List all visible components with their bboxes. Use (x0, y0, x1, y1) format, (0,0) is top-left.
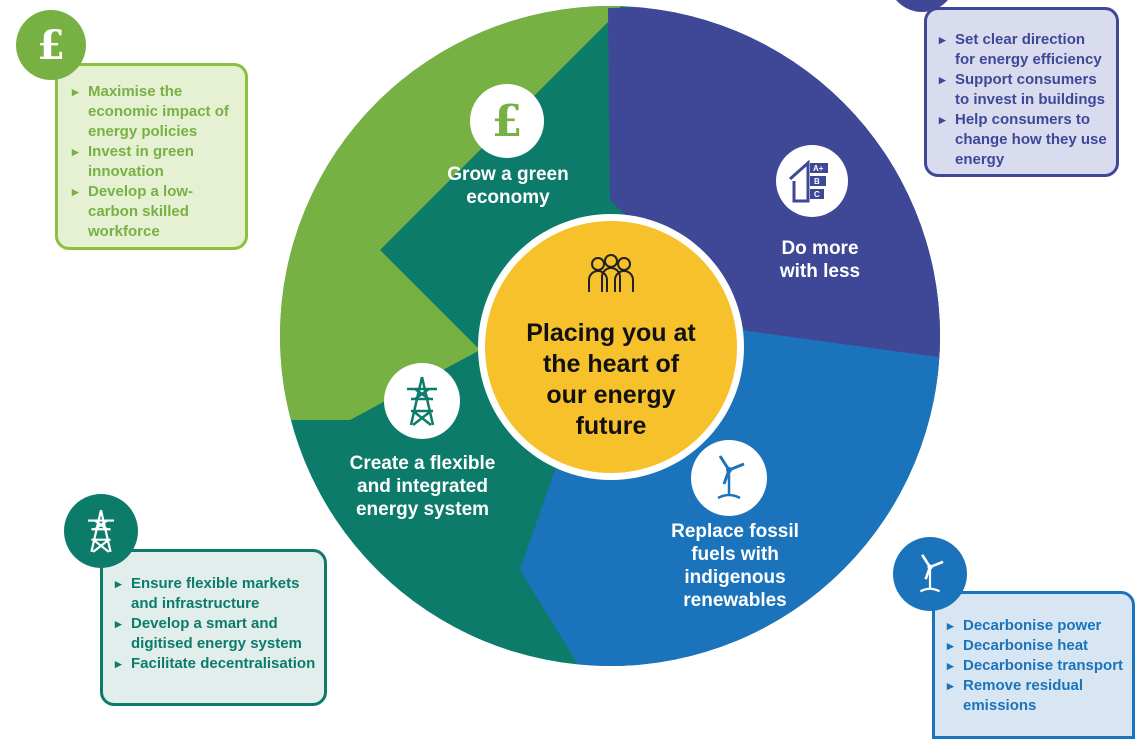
purple-action-item: Set clear direction for energy efficienc… (939, 30, 1108, 70)
purple-action-item: Support consumers to invest in buildings (939, 70, 1108, 110)
green-action-item: Maximise the economic impact of energy p… (72, 82, 235, 142)
blue-action-box: Decarbonise power Decarbonise heat Decar… (932, 591, 1135, 739)
segment-teal-label: Create a flexible and integrated energy … (349, 453, 496, 520)
blue-action-item: Remove residual emissions (947, 676, 1124, 716)
teal-action-item: Facilitate decentralisation (115, 654, 316, 674)
pylon-icon (384, 363, 460, 439)
teal-action-item: Ensure flexible markets and infrastructu… (115, 574, 316, 614)
segment-purple-label: Do more with less (779, 238, 861, 282)
teal-action-box: Ensure flexible markets and infrastructu… (100, 549, 327, 706)
pylon-badge-icon (64, 494, 138, 568)
blue-action-item: Decarbonise power (947, 616, 1124, 636)
wind-turbine-icon (691, 440, 767, 516)
rating-a-label: A+ (813, 164, 824, 173)
pound-icon: £ (470, 84, 544, 158)
wind-turbine-badge-icon (893, 537, 967, 611)
pound-badge-icon: £ (16, 10, 86, 80)
purple-action-box: Set clear direction for energy efficienc… (924, 7, 1119, 177)
purple-action-item: Help consumers to change how they use en… (939, 110, 1108, 170)
green-action-box: Maximise the economic impact of energy p… (55, 63, 248, 250)
energy-rating-house-icon: A+ B C (776, 145, 848, 217)
green-action-item: Invest in green innovation (72, 142, 235, 182)
blue-action-item: Decarbonise transport (947, 656, 1124, 676)
center-circle (485, 221, 737, 473)
green-action-item: Develop a low-carbon skilled workforce (72, 182, 235, 242)
segment-blue-label: Replace fossil fuels with indigenous ren… (671, 521, 799, 611)
teal-action-item: Develop a smart and digitised energy sys… (115, 614, 316, 654)
rating-c-label: C (814, 190, 820, 199)
blue-action-item: Decarbonise heat (947, 636, 1124, 656)
people-icon (573, 245, 649, 303)
segment-green-label: Grow a green economy (447, 164, 569, 208)
center-title: Placing you at the heart of our energy f… (526, 319, 696, 440)
rating-b-label: B (814, 177, 820, 186)
